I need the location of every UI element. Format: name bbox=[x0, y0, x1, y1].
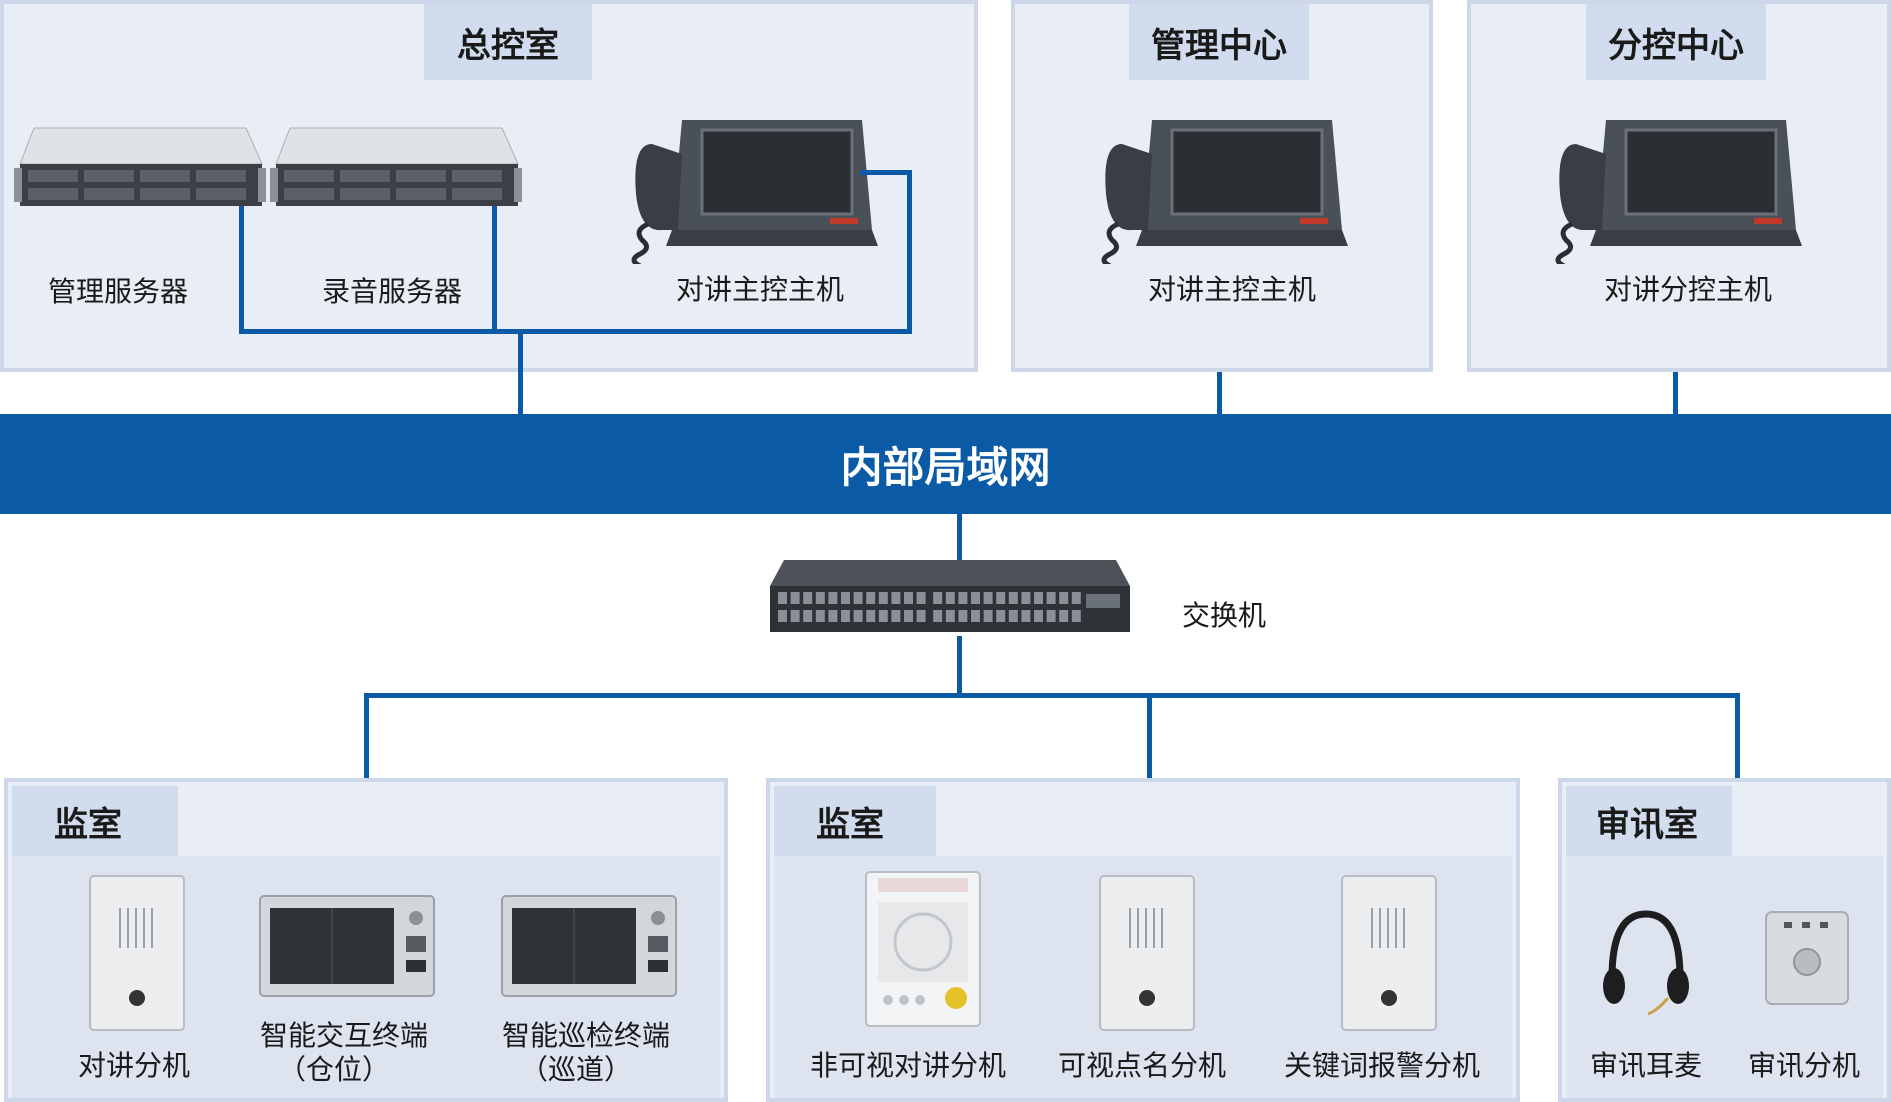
tab-main-control-room: 总控室 bbox=[424, 4, 592, 80]
label-visual-rollcall-extension: 可视点名分机 bbox=[1058, 1049, 1227, 1082]
interrogation-extension-image bbox=[1764, 910, 1850, 1006]
management-server-image bbox=[14, 120, 266, 212]
link-lan-to-switch bbox=[957, 514, 962, 564]
tab-interrogation-room: 审讯室 bbox=[1566, 786, 1732, 856]
link-master-host-top bbox=[860, 170, 912, 175]
label-interrogation-headset: 审讯耳麦 bbox=[1590, 1049, 1703, 1082]
link-recording-server bbox=[492, 206, 497, 334]
link-bottom-bus bbox=[364, 693, 1740, 698]
keyword-alarm-extension-image bbox=[1340, 874, 1438, 1032]
label-non-visual-intercom-extension: 非可视对讲分机 bbox=[810, 1049, 1007, 1082]
label-smart-patrol-terminal-sub: （巡道） bbox=[520, 1053, 633, 1086]
label-recording-server: 录音服务器 bbox=[322, 275, 463, 308]
label-intercom-sub-host: 对讲分控主机 bbox=[1604, 273, 1773, 306]
recording-server-image bbox=[270, 120, 522, 212]
label-intercom-master-host: 对讲主控主机 bbox=[676, 273, 845, 306]
label-intercom-master-host-mgmt: 对讲主控主机 bbox=[1148, 273, 1317, 306]
link-bus-main-control bbox=[239, 329, 912, 334]
smart-interactive-terminal-image bbox=[258, 894, 436, 998]
link-to-cell-a bbox=[364, 693, 369, 783]
lan-bar: 内部局域网 bbox=[0, 414, 1891, 514]
tab-cell-b: 监室 bbox=[774, 786, 936, 856]
label-keyword-alarm-extension: 关键词报警分机 bbox=[1284, 1049, 1481, 1082]
label-smart-interactive-terminal: 智能交互终端 bbox=[260, 1019, 429, 1052]
label-interrogation-extension: 审讯分机 bbox=[1748, 1049, 1861, 1082]
intercom-sub-host-image bbox=[1516, 114, 1802, 264]
link-management-center-to-lan bbox=[1217, 372, 1222, 414]
smart-patrol-terminal-image bbox=[500, 894, 678, 998]
non-visual-intercom-extension-image bbox=[864, 870, 982, 1028]
link-switch-down bbox=[957, 636, 962, 696]
tab-sub-control-center: 分控中心 bbox=[1586, 4, 1766, 80]
network-switch-image bbox=[768, 558, 1132, 636]
label-switch: 交换机 bbox=[1182, 599, 1267, 632]
link-main-control-to-lan bbox=[518, 334, 523, 414]
lan-label: 内部局域网 bbox=[840, 442, 1051, 492]
link-to-interrogation bbox=[1735, 693, 1740, 783]
label-management-server: 管理服务器 bbox=[48, 275, 189, 308]
visual-rollcall-extension-image bbox=[1098, 874, 1196, 1032]
intercom-master-host-image-2 bbox=[1062, 114, 1348, 264]
link-sub-control-to-lan bbox=[1673, 372, 1678, 414]
label-smart-patrol-terminal: 智能巡检终端 bbox=[502, 1019, 671, 1052]
intercom-master-host-image bbox=[592, 114, 878, 264]
link-to-cell-b bbox=[1147, 693, 1152, 783]
link-management-server bbox=[239, 206, 244, 334]
interrogation-headset-image bbox=[1598, 906, 1694, 1018]
label-intercom-extension: 对讲分机 bbox=[78, 1049, 191, 1082]
link-master-host-right bbox=[907, 170, 912, 334]
label-smart-interactive-terminal-sub: （仓位） bbox=[278, 1053, 391, 1086]
tab-management-center: 管理中心 bbox=[1129, 4, 1309, 80]
intercom-extension-image bbox=[88, 874, 186, 1032]
tab-cell-a: 监室 bbox=[12, 786, 178, 856]
